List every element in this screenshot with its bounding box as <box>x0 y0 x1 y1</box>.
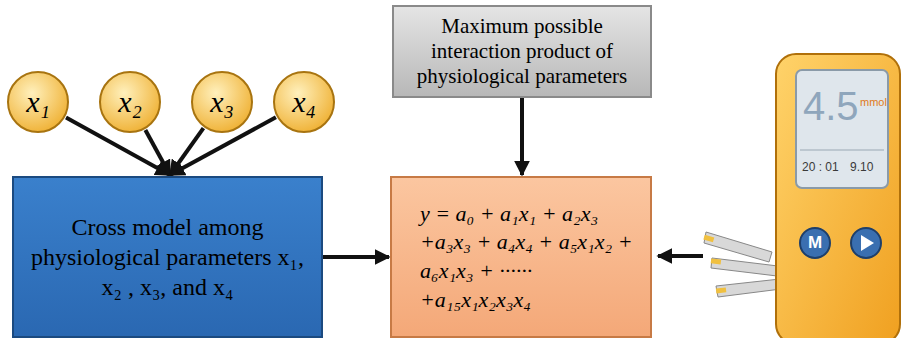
meter-button <box>851 228 881 258</box>
arrow-connector <box>323 255 389 259</box>
parameter-symbol: x₃ <box>210 85 234 119</box>
display-unit: mmol <box>860 96 887 108</box>
equation-box: y = a₀ + a₁x₁ + a₂x₃ +a₃x₃ + a₄x₄ + a₅x₁… <box>390 176 652 338</box>
parameter-symbol: x₂ <box>118 85 142 119</box>
box-text: y = a₀ + a₁x₁ + a₂x₃ +a₃x₃ + a₄x₄ + a₅x₁… <box>420 200 636 314</box>
meter-body <box>776 54 900 338</box>
test-strips <box>703 232 781 297</box>
parameter-symbol: x₄ <box>292 85 316 119</box>
parameter-circle: x₃ <box>190 70 254 134</box>
box-text: Cross model among physiological paramete… <box>28 212 307 302</box>
button-label: M <box>808 233 822 253</box>
parameter-circle: x₄ <box>272 70 336 134</box>
display-time: 20 : 01 <box>802 160 839 174</box>
display-date: 9.10 <box>850 160 873 174</box>
parameter-circle: x₁ <box>6 70 70 134</box>
meter-arrow <box>658 254 703 258</box>
parameter-symbol: x₁ <box>26 85 50 119</box>
box-text: Maximum possible interaction product of … <box>404 14 640 90</box>
arrow-connector <box>145 130 170 175</box>
meter-button <box>800 228 830 258</box>
play-symbol <box>861 235 874 251</box>
meter-screen <box>796 70 888 188</box>
parameter-circle: x₂ <box>98 70 162 134</box>
model-box: Cross model among physiological paramete… <box>12 176 323 338</box>
constraint-box: Maximum possible interaction product of … <box>392 5 652 98</box>
display-reading: 4.5 <box>803 84 859 129</box>
arrow-connector <box>520 98 524 175</box>
